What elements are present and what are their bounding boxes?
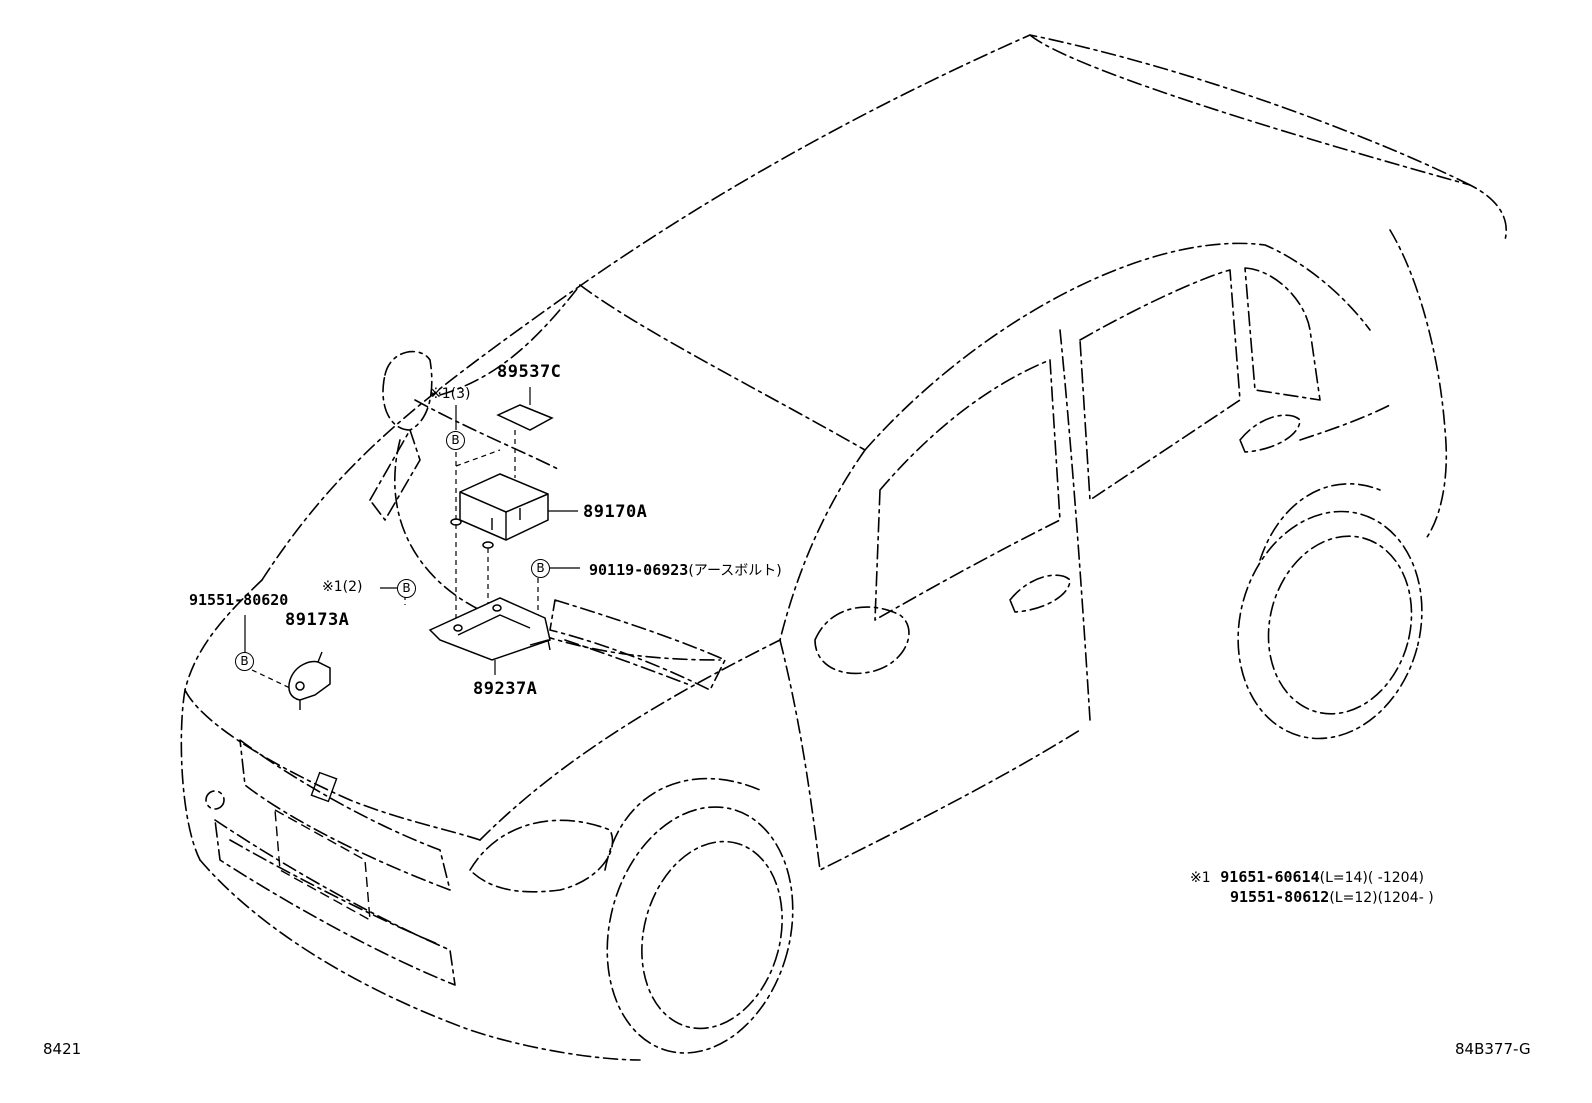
bolt-marker-b: B: [531, 559, 550, 578]
part-label-89237a: 89237A: [473, 679, 538, 699]
footnote-mark: ※1: [1190, 870, 1211, 886]
footer-right-code: 84B377-G: [1455, 1040, 1531, 1058]
footnote-spec-2: (L=12)(1204- ): [1329, 890, 1434, 906]
footnote-line-2: 91551-80612(L=12)(1204- ): [1230, 887, 1434, 906]
part-number-90119-06923: 90119-06923: [589, 561, 689, 579]
bolt-marker-b: B: [235, 652, 254, 671]
bolt-marker-b: B: [397, 579, 416, 598]
callout-ref-1-3: ※1(3): [430, 386, 471, 402]
footnote-part-1: 91651-60614: [1220, 868, 1320, 886]
footnote-part-2: 91551-80612: [1230, 888, 1330, 906]
part-label-89170a: 89170A: [583, 502, 648, 522]
part-label-91551-80620: 91551-80620: [189, 591, 289, 609]
footnote-line-1: ※1 91651-60614(L=14)( -1204): [1190, 867, 1424, 886]
footnote-spec-1: (L=14)( -1204): [1319, 870, 1424, 886]
footer-left-code: 8421: [43, 1040, 82, 1058]
callout-ref-1-2: ※1(2): [322, 579, 363, 595]
part-label-90119-06923: 90119-06923(アースボルト): [589, 560, 782, 580]
bolt-marker-b: B: [446, 431, 465, 450]
part-label-89173a: 89173A: [285, 610, 350, 630]
part-label-89537c: 89537C: [497, 362, 562, 382]
earth-bolt-note: (アースボルト): [688, 563, 782, 579]
